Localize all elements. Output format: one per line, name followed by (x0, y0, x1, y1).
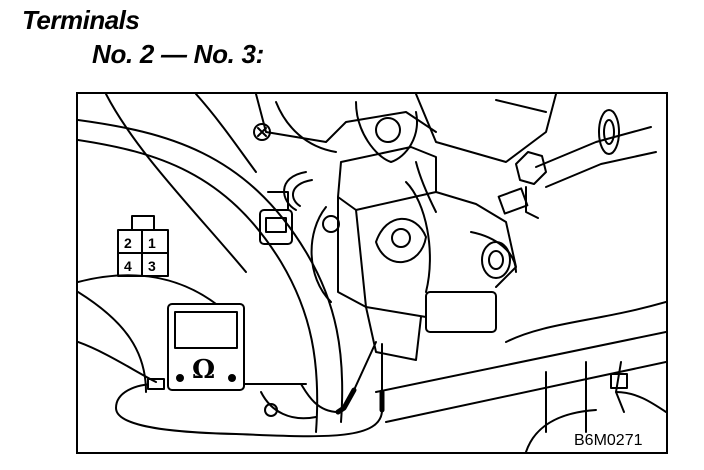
pin-2: 2 (124, 235, 132, 251)
wiring-illustration: 2 1 4 3 Ω B6M0271 (76, 92, 668, 454)
ohm-symbol: Ω (192, 355, 215, 385)
pin-3: 3 (148, 258, 156, 274)
figure-code: B6M0271 (574, 432, 643, 449)
pipe-right (497, 109, 657, 219)
lower-details (78, 341, 628, 420)
pin-1: 1 (148, 235, 156, 251)
background-lines (78, 94, 666, 452)
probe-leads (115, 341, 385, 438)
pin-4: 4 (124, 258, 132, 274)
ohmmeter (167, 303, 245, 391)
solenoid-valve (310, 146, 517, 361)
harness-connector (259, 171, 313, 245)
upper-housing (253, 94, 557, 163)
section-title: Terminals (22, 5, 140, 35)
terminals-label: No. 2 — No. 3: (92, 39, 265, 69)
connector-outline (117, 215, 169, 277)
